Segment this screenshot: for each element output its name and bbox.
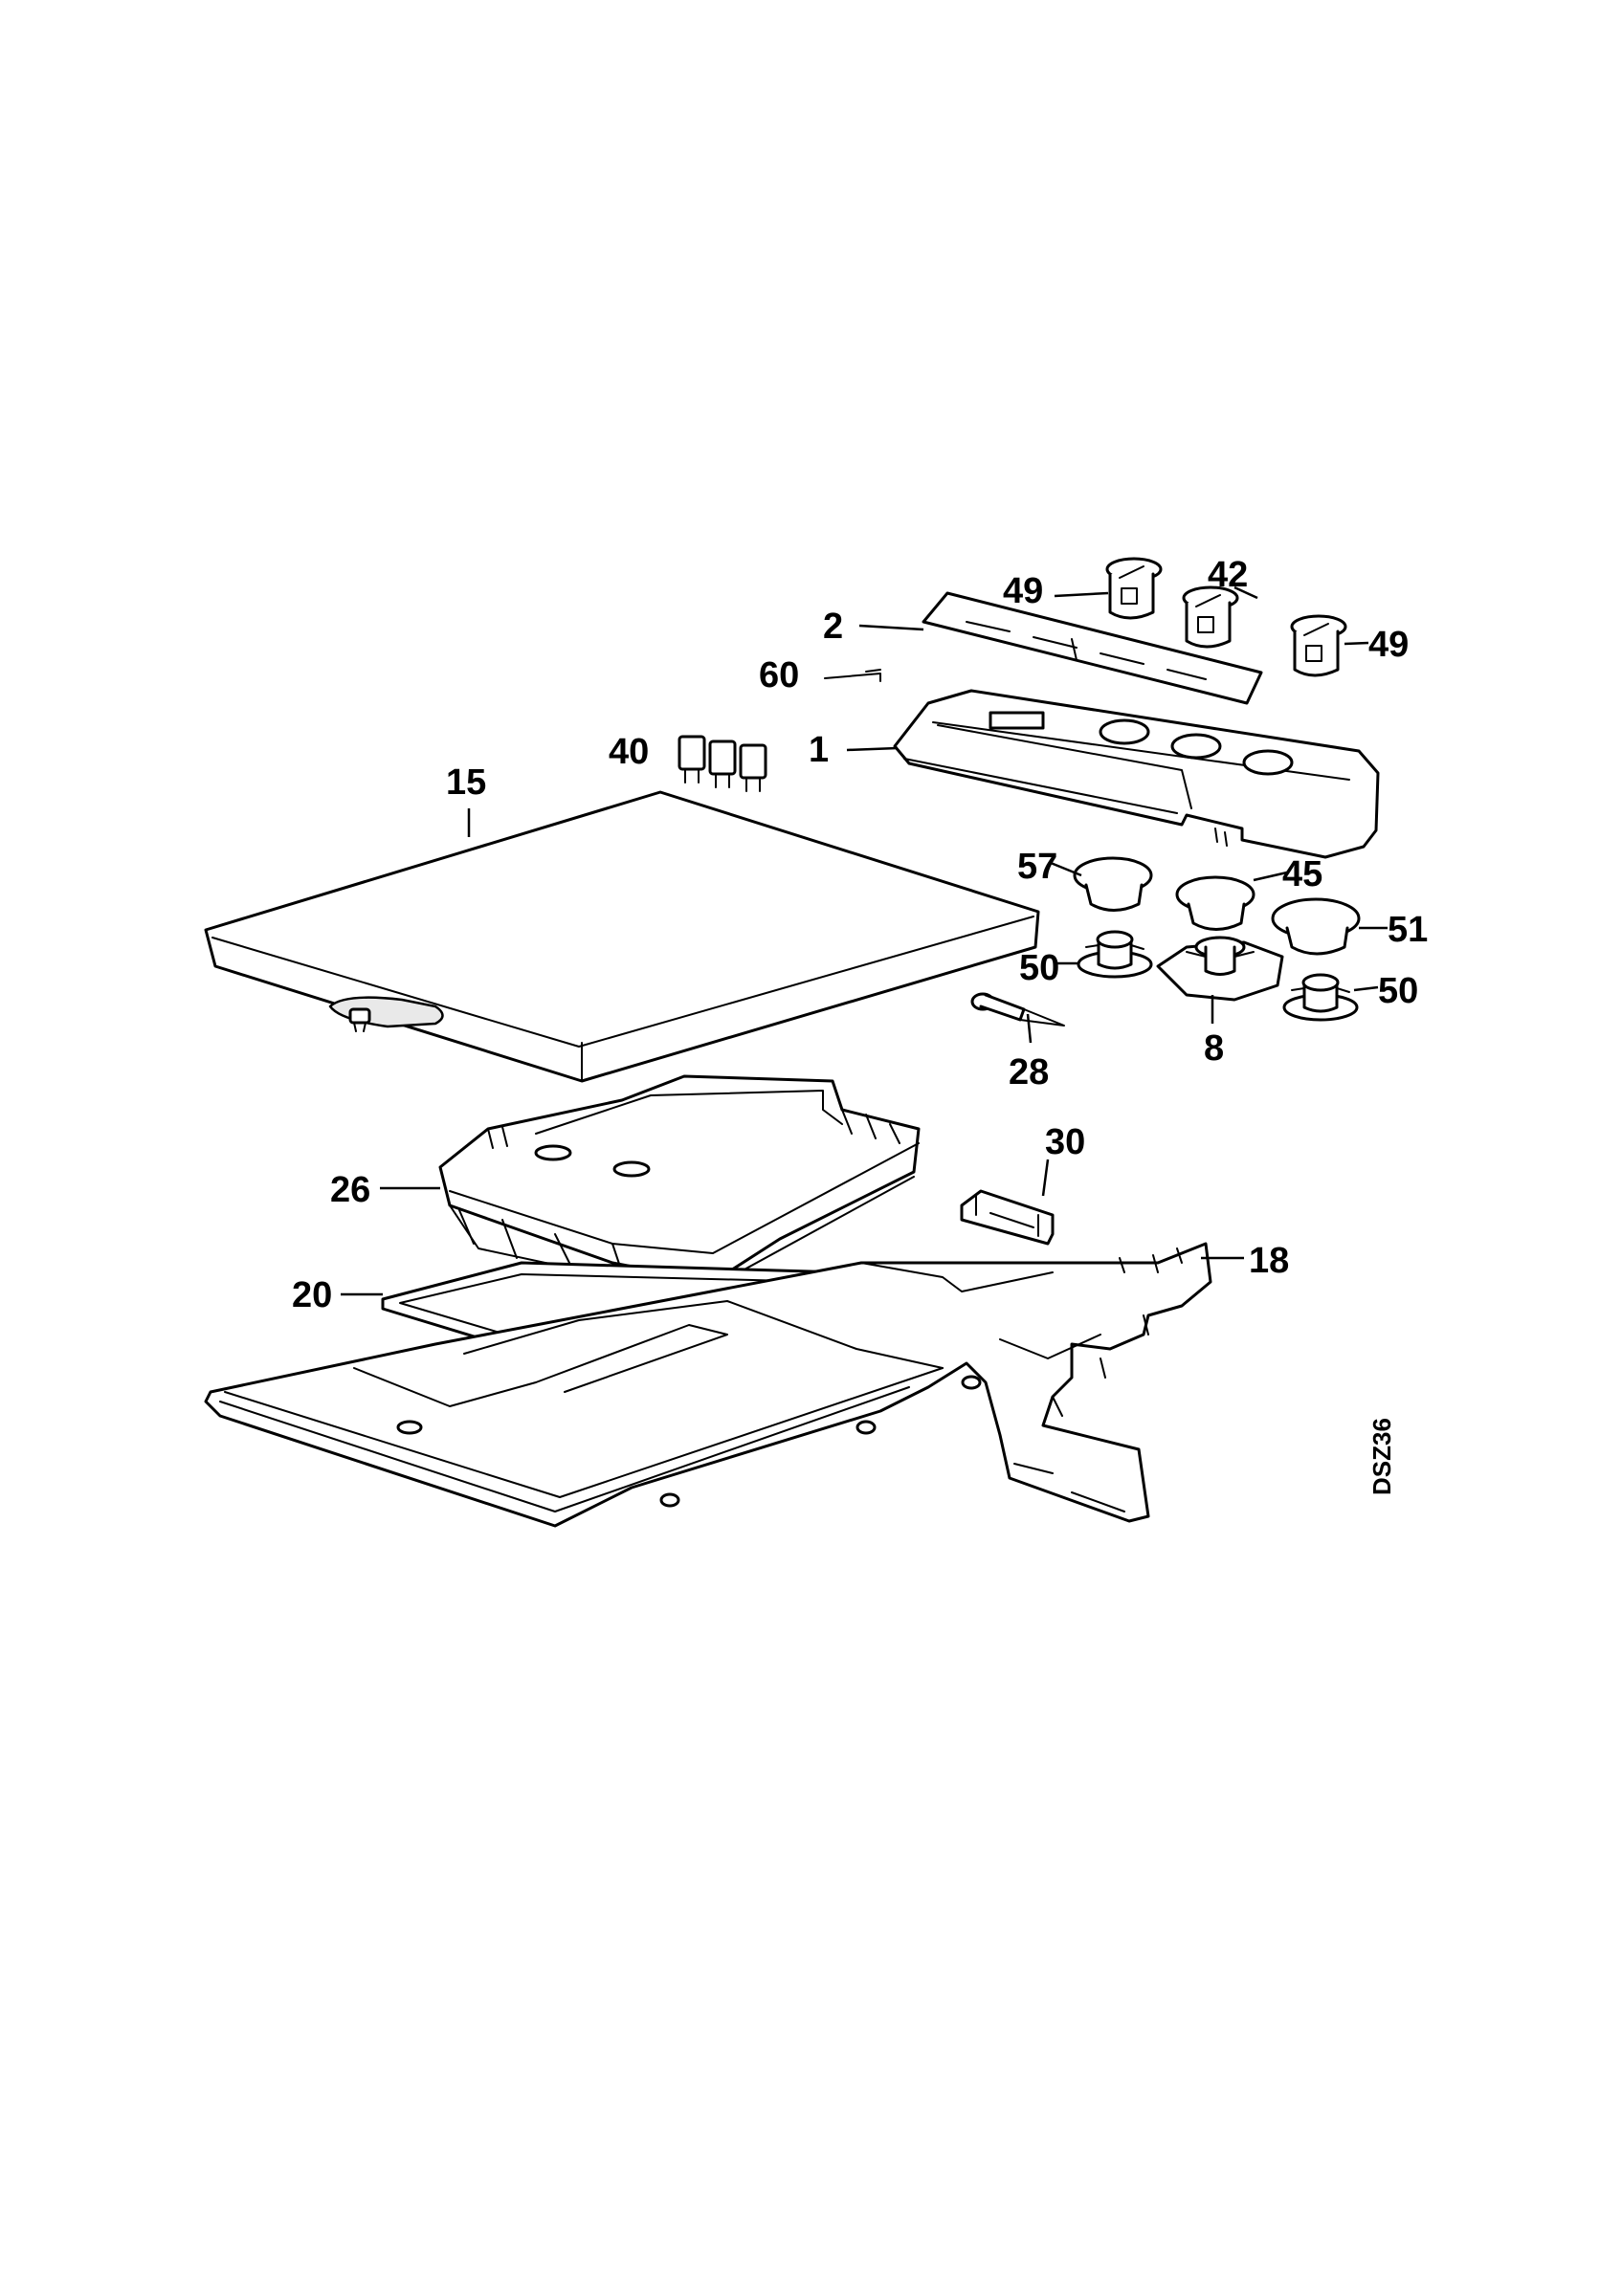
callout-8: 8 bbox=[1204, 1028, 1224, 1069]
part-26-dispenser-drawer bbox=[438, 1074, 921, 1288]
part-49-knob-left bbox=[1105, 557, 1163, 620]
callout-50-left: 50 bbox=[1019, 948, 1059, 988]
part-49-knob-right bbox=[1290, 614, 1347, 677]
callout-60: 60 bbox=[759, 655, 799, 695]
part-50-coupling-right bbox=[1282, 973, 1359, 1022]
part-60-clip bbox=[824, 669, 881, 682]
part-30-latch bbox=[960, 1189, 1055, 1246]
part-8-valve-plate bbox=[1156, 936, 1284, 1002]
callout-20: 20 bbox=[292, 1275, 332, 1315]
part-51-button bbox=[1271, 897, 1361, 956]
callout-15: 15 bbox=[446, 762, 486, 803]
callout-57: 57 bbox=[1017, 847, 1057, 887]
callout-28: 28 bbox=[1009, 1052, 1049, 1093]
drawing-code: DSZ36 bbox=[1367, 1418, 1396, 1495]
callout-45: 45 bbox=[1282, 854, 1322, 894]
part-45-button bbox=[1175, 875, 1255, 931]
part-1-control-panel bbox=[893, 689, 1380, 859]
part-28-pin bbox=[970, 992, 1065, 1027]
callout-labels: 1 2 60 40 15 49 42 49 57 45 51 50 50 8 2… bbox=[292, 555, 1428, 1495]
part-50-coupling-left bbox=[1077, 930, 1153, 979]
part-15-top-lid bbox=[204, 790, 1040, 1083]
part-57-button bbox=[1073, 856, 1153, 912]
callout-40: 40 bbox=[609, 732, 649, 772]
callout-51: 51 bbox=[1388, 910, 1428, 950]
callout-30: 30 bbox=[1045, 1122, 1085, 1162]
callout-49-right: 49 bbox=[1368, 625, 1409, 665]
callout-18: 18 bbox=[1249, 1241, 1289, 1281]
part-40-switch-block bbox=[678, 735, 767, 792]
part-2-panel-strip bbox=[922, 591, 1263, 705]
callout-1: 1 bbox=[809, 730, 829, 770]
leader-lines bbox=[341, 585, 1388, 1296]
callout-42: 42 bbox=[1208, 555, 1248, 595]
callout-50-right: 50 bbox=[1378, 971, 1418, 1011]
callout-26: 26 bbox=[330, 1170, 370, 1210]
part-18-tray-frame bbox=[204, 1242, 1212, 1528]
callout-49-left: 49 bbox=[1003, 571, 1043, 611]
part-42-knob-center bbox=[1182, 585, 1239, 649]
callout-2: 2 bbox=[823, 607, 843, 647]
